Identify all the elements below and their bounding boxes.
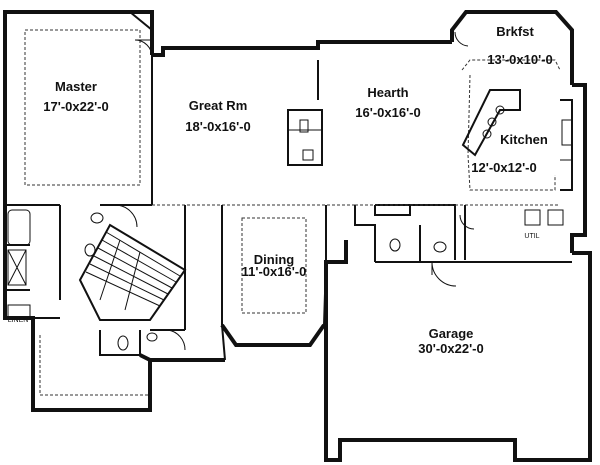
room-dims-breakfast: 13'-0x10'-0 bbox=[487, 52, 552, 67]
room-master: Master 17'-0x22'-0 bbox=[43, 79, 108, 114]
util-label: UTIL bbox=[524, 233, 539, 240]
room-name-breakfast: Brkfst bbox=[496, 24, 534, 39]
doors bbox=[114, 31, 475, 351]
room-dining: Dining 11'-0x16'-0 bbox=[242, 252, 307, 279]
room-name-master: Master bbox=[55, 79, 97, 94]
room-dims-garage: 30'-0x22'-0 bbox=[418, 341, 483, 356]
room-kitchen: Kitchen 12'-0x12'-0 bbox=[471, 132, 548, 175]
room-great-room: Great Rm 18'-0x16'-0 bbox=[185, 98, 250, 134]
room-name-great-room: Great Rm bbox=[189, 98, 248, 113]
interior-walls bbox=[5, 55, 572, 356]
room-name-kitchen: Kitchen bbox=[500, 132, 548, 147]
room-dims-hearth: 16'-0x16'-0 bbox=[355, 105, 420, 120]
room-garage: Garage 30'-0x22'-0 bbox=[418, 326, 483, 356]
room-dims-great-room: 18'-0x16'-0 bbox=[185, 119, 250, 134]
kitchen-counter bbox=[560, 99, 573, 191]
powder-room-fixtures bbox=[117, 332, 158, 351]
room-name-dining: Dining bbox=[254, 252, 294, 267]
room-breakfast: Brkfst 13'-0x10'-0 bbox=[487, 24, 552, 67]
ceiling-outlines bbox=[24, 29, 561, 396]
fireplace bbox=[287, 109, 323, 166]
kitchen-island bbox=[461, 89, 521, 157]
room-hearth: Hearth 16'-0x16'-0 bbox=[355, 85, 420, 120]
room-name-garage: Garage bbox=[429, 326, 474, 341]
room-name-hearth: Hearth bbox=[367, 85, 408, 100]
exterior-walls bbox=[3, 10, 592, 462]
room-dims-dining: 11'-0x16'-0 bbox=[242, 264, 307, 279]
linen-label: LINEN bbox=[8, 317, 29, 324]
master-bath-fixtures bbox=[7, 209, 104, 318]
laundry-fixtures bbox=[389, 209, 564, 253]
room-dims-master: 17'-0x22'-0 bbox=[43, 99, 108, 114]
room-dims-kitchen: 12'-0x12'-0 bbox=[471, 160, 536, 175]
staircase bbox=[78, 223, 187, 321]
